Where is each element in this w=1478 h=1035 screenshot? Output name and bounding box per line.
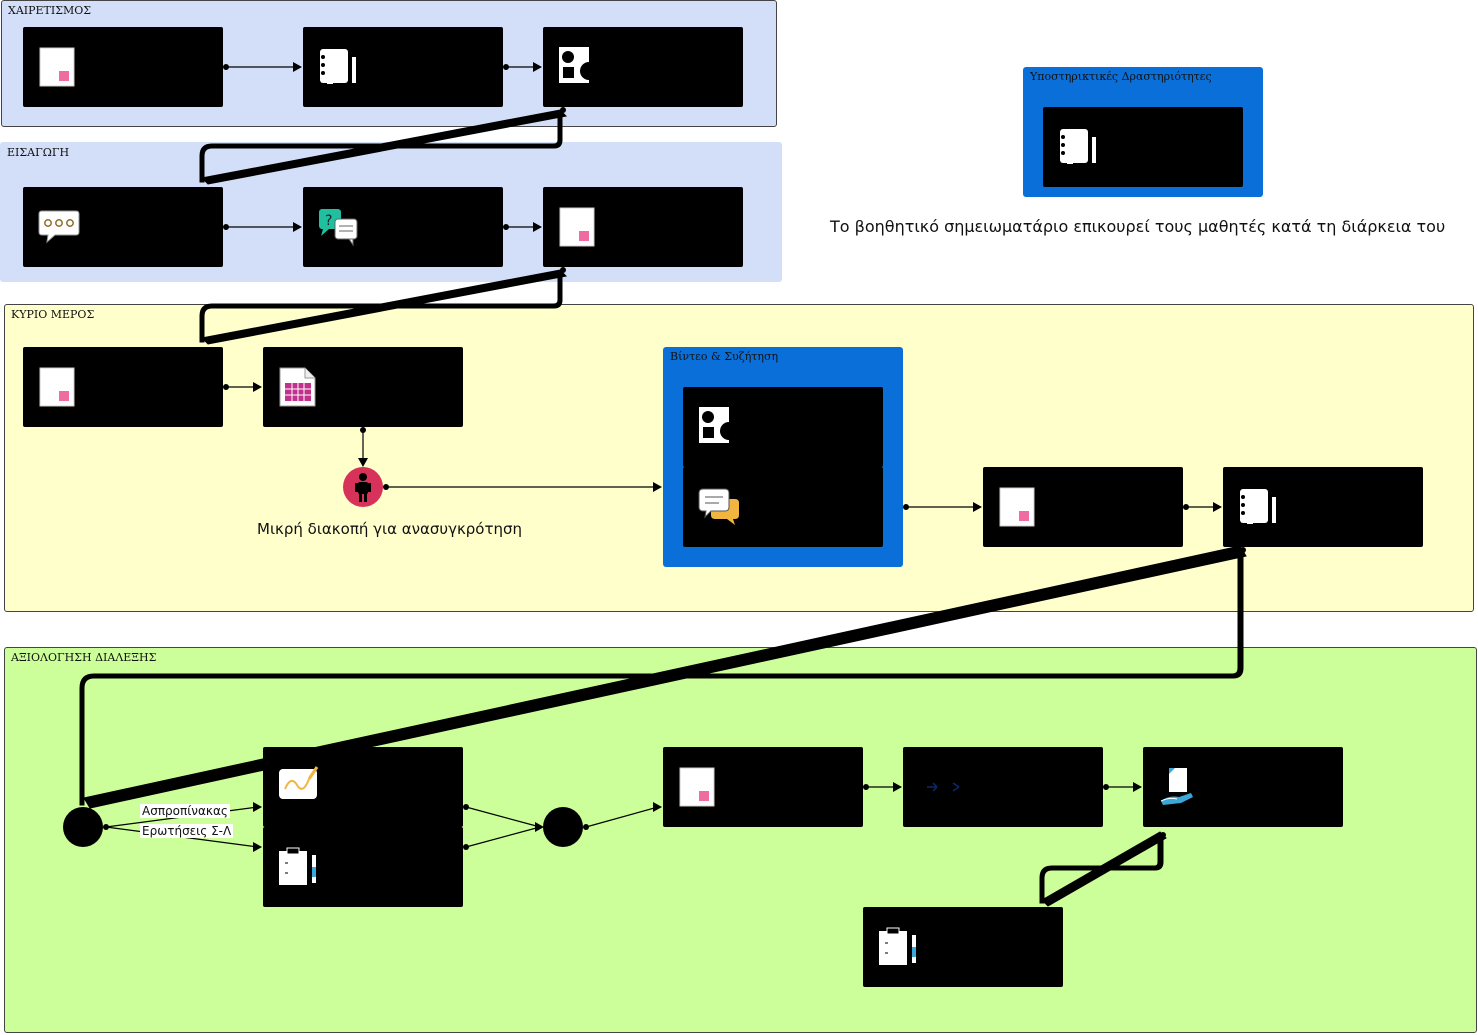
document-icon <box>679 767 715 807</box>
clipboard-icon <box>879 927 916 965</box>
connector-dot <box>223 64 229 70</box>
task-assessment-whiteboard[interactable] <box>263 747 463 827</box>
connector-arrowhead <box>653 802 662 812</box>
task-video-discussion[interactable] <box>683 467 883 547</box>
connector-dot <box>223 384 229 390</box>
break-event[interactable] <box>343 467 383 507</box>
connector-dot <box>463 844 469 850</box>
lane-title-intro: ΕΙΣΑΓΩΓΗ <box>7 146 70 159</box>
document-icon <box>39 47 75 87</box>
spreadsheet-icon <box>279 367 316 407</box>
task-main-notebook[interactable] <box>1223 467 1423 547</box>
connector-dot <box>103 824 109 830</box>
connector-dot <box>863 784 869 790</box>
break-label: Μικρή διακοπή για ανασυγκρότηση <box>257 520 523 538</box>
connector-dot <box>560 267 566 273</box>
task-assessment-checklist[interactable] <box>263 827 463 907</box>
connector-dot <box>503 64 509 70</box>
lane-title-greeting: ΧΑΙΡΕΤΙΣΜΟΣ <box>8 4 92 17</box>
group-title-video: Βίντεο & Συζήτηση <box>670 350 779 363</box>
lane-title-main: ΚΥΡΙΟ ΜΕΡΟΣ <box>11 308 95 321</box>
connector-dot <box>1103 784 1109 790</box>
task-greeting-shapes[interactable] <box>543 27 743 107</box>
connector-arrowhead <box>358 458 368 467</box>
connector-arrowhead <box>533 222 542 232</box>
speech-bubble-icon <box>38 210 80 244</box>
connector-arrowhead <box>893 782 902 792</box>
connector-dot <box>560 107 566 113</box>
connector-arrowhead <box>973 502 982 512</box>
support-note-text: Το βοηθητικό σημειωματάριο επικουρεί του… <box>830 217 1446 236</box>
connector-dot <box>583 824 589 830</box>
group-title-support: Υποστηρικτικές Δραστηριότητες <box>1030 70 1212 83</box>
gateway-join[interactable] <box>543 807 583 847</box>
task-intro-document[interactable] <box>543 187 743 267</box>
task-assessment-final-checklist[interactable] <box>863 907 1063 987</box>
connector-arrowhead <box>293 222 302 232</box>
notebook-icon <box>1240 489 1276 524</box>
document-icon <box>999 487 1035 527</box>
connector-arrowhead <box>1213 502 1222 512</box>
svg-text:?: ? <box>325 213 332 229</box>
hand-document-icon <box>1160 768 1193 805</box>
connector-dot <box>903 504 909 510</box>
gateway-split[interactable] <box>63 807 103 847</box>
connector-dot <box>383 484 389 490</box>
connector-arrowhead <box>253 842 262 852</box>
notebook-icon <box>320 49 356 84</box>
connector-arrowhead <box>253 802 262 812</box>
task-intro-chat[interactable] <box>23 187 223 267</box>
connector-arrowhead <box>293 62 302 72</box>
task-assessment-document[interactable] <box>663 747 863 827</box>
tf-questions-edge-label: Ερωτήσεις Σ-Λ <box>140 824 234 838</box>
whiteboard-edge-label: Ασπροπίνακας <box>140 804 230 818</box>
shapes-icon <box>699 407 738 443</box>
shapes-icon <box>559 47 598 83</box>
connector-arrowhead <box>533 62 542 72</box>
notebook-icon <box>1060 129 1096 164</box>
connector-dot <box>463 804 469 810</box>
task-support-notebook[interactable] <box>1043 107 1243 187</box>
task-intro-questions[interactable]: ? <box>303 187 503 267</box>
document-icon <box>559 207 595 247</box>
task-greeting-welcome[interactable] <box>23 27 223 107</box>
task-main-document[interactable] <box>23 347 223 427</box>
clipboard-icon <box>279 847 316 885</box>
connector-arrowhead <box>1133 782 1142 792</box>
question-chat-icon: ? <box>319 209 358 247</box>
person-icon <box>355 473 371 502</box>
connector-dot <box>503 224 509 230</box>
connector-dot <box>360 427 366 433</box>
connector-arrowhead <box>653 482 662 492</box>
lane-title-assessment: ΑΞΙΟΛΟΓΗΣΗ ΔΙΑΛΕΞΗΣ <box>11 651 157 664</box>
task-assessment-handout[interactable] <box>1143 747 1343 827</box>
discussion-icon <box>698 488 739 525</box>
compare-icon <box>927 782 960 792</box>
connector-arrowhead <box>535 822 544 832</box>
whiteboard-icon <box>279 766 319 799</box>
task-greeting-notebook[interactable] <box>303 27 503 107</box>
connector-dot <box>223 224 229 230</box>
task-video-shapes[interactable] <box>683 387 883 467</box>
task-main-spreadsheet[interactable] <box>263 347 463 427</box>
task-main-document-2[interactable] <box>983 467 1183 547</box>
lane-assessment: ΑΞΙΟΛΟΓΗΣΗ ΔΙΑΛΕΞΗΣ <box>4 647 1477 1033</box>
task-assessment-compare[interactable] <box>903 747 1103 827</box>
connector-arrowhead <box>253 382 262 392</box>
connector-dot <box>1183 504 1189 510</box>
document-icon <box>39 367 75 407</box>
connector-dot <box>1240 547 1246 553</box>
connector-dot <box>1160 832 1166 838</box>
